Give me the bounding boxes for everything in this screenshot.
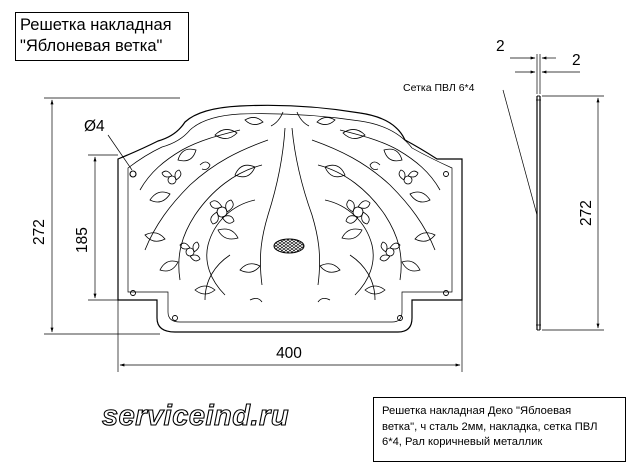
grille-side-view: 2 2 272 Сетка ПВЛ 6*4 — [403, 38, 604, 331]
mount-hole — [443, 290, 449, 296]
mount-hole — [172, 315, 178, 321]
grille-front-view — [117, 104, 463, 333]
dim-thickness-right-label: 2 — [572, 52, 581, 69]
site-watermark: serviceind.ru — [101, 399, 290, 432]
dimension-hole-diameter: Ø4 — [84, 118, 133, 171]
title-block: Решетка накладная "Яблоневая ветка" — [15, 12, 189, 61]
dim-side-height-label: 272 — [578, 200, 595, 226]
spec-line-3: 6*4, Рал коричневый металлик — [382, 436, 543, 448]
mount-hole — [443, 171, 449, 177]
spec-block: Решетка накладная Деко "Яблоевая ветка",… — [373, 397, 626, 462]
mesh-callout-label: Сетка ПВЛ 6*4 — [403, 82, 475, 94]
dim-thickness-left-label: 2 — [496, 38, 505, 55]
mount-hole — [397, 315, 403, 321]
dim-width-label: 400 — [276, 345, 302, 362]
dimension-width: 400 — [117, 300, 463, 372]
title-line-2: "Яблоневая ветка" — [20, 37, 163, 55]
grille-inner-border — [127, 113, 453, 323]
mesh-insert — [273, 238, 305, 254]
spec-line-1: Решетка накладная Деко "Яблоевая — [382, 405, 572, 417]
grille-outline — [117, 104, 463, 333]
dim-panel-height-label: 185 — [74, 227, 91, 253]
dimension-overall-height: 272 — [31, 97, 180, 335]
title-line-1: Решетка накладная — [20, 16, 172, 34]
dim-overall-height-label: 272 — [31, 219, 48, 245]
dim-hole-diameter-label: Ø4 — [84, 118, 105, 135]
dimension-panel-height: 185 — [74, 154, 118, 301]
mount-hole — [129, 170, 137, 178]
spec-line-2: ветка", ч сталь 2мм, накладка, сетка ПВЛ — [382, 420, 598, 433]
apple-branch-ornament — [139, 111, 441, 303]
mount-hole — [130, 290, 136, 296]
